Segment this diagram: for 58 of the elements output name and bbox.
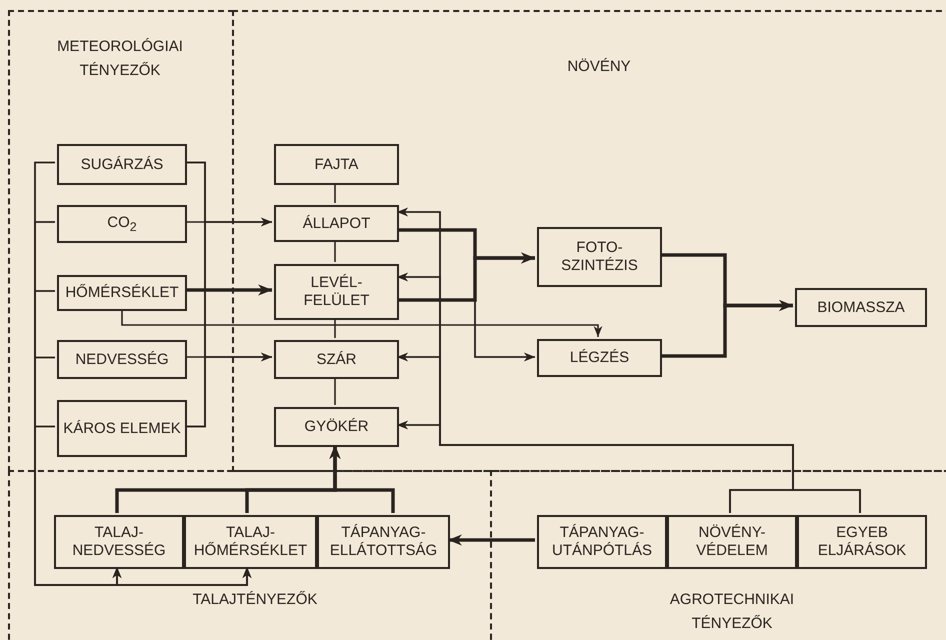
connector-line [334, 183, 336, 203]
box-label: SUGÁRZÁS [80, 156, 164, 174]
process-box [274, 340, 399, 379]
arrow [660, 300, 793, 358]
box-label: GYÖKÉR [303, 418, 370, 436]
process-box [57, 275, 187, 311]
connector-line [334, 318, 336, 338]
box-label: TALAJ- NEDVESSÉG [71, 524, 167, 560]
arrow [121, 309, 602, 337]
process-box [184, 515, 317, 569]
dashed-region [8, 470, 492, 640]
dashed-region [490, 470, 946, 640]
process-box [537, 339, 662, 377]
process-box [795, 288, 927, 327]
process-box [57, 205, 187, 243]
region-heading: NÖVÉNY [566, 57, 632, 77]
box-label: LÉGZÉS [568, 349, 630, 367]
process-box [274, 407, 399, 447]
box-label: TALAJ- HŐMÉRSÉKLET [192, 524, 308, 560]
arrow [34, 426, 252, 586]
box-label: SZÁR [315, 350, 358, 368]
process-box [317, 515, 450, 569]
process-box [274, 144, 399, 185]
dashed-region [8, 10, 234, 472]
arrow [329, 445, 395, 513]
box-label: TÁPANYAG- UTÁNPÓTLÁS [550, 524, 654, 560]
box-label: TÁPANYAG- ELLÁTOTTSÁG [328, 524, 438, 560]
process-box [667, 515, 797, 569]
process-box [537, 515, 667, 569]
box-label: KÁROS ELEMEK [62, 420, 182, 438]
arrow [397, 252, 535, 302]
region-heading: AGROTECHNIKAI TÉNYEZŐK [668, 590, 796, 634]
region-heading: METEOROLÓGIAI TÉNYEZŐK [56, 37, 184, 81]
box-label: CO$_{2}$ [106, 214, 138, 234]
box-label: LEVÉL- FELÜLET [302, 274, 370, 310]
connector-line [334, 377, 336, 405]
box-label: ÁLLAPOT [302, 214, 372, 232]
connector-line [334, 240, 336, 262]
region-heading: TALAJTÉNYEZŐK [192, 590, 318, 610]
arrow [397, 299, 535, 362]
arrow [185, 284, 272, 296]
box-label: NÖVÉNY- VÉDELEM [695, 524, 769, 560]
box-label: FOTO- SZINTÉZIS [560, 239, 639, 275]
process-box [274, 205, 399, 242]
process-box [797, 515, 927, 569]
arrow [185, 352, 272, 428]
box-label: FAJTA [314, 156, 360, 174]
box-label: NEDVESSÉG [74, 350, 170, 368]
process-box [54, 515, 184, 569]
process-box [537, 227, 662, 287]
process-box [57, 400, 187, 457]
process-box [57, 144, 187, 185]
box-label: EGYEB ELJÁRÁSOK [816, 524, 908, 560]
arrow [448, 534, 535, 546]
box-label: BIOMASSZA [816, 298, 906, 316]
process-box [57, 340, 187, 379]
process-box [274, 264, 399, 320]
box-label: HŐMÉRSÉKLET [64, 284, 180, 302]
